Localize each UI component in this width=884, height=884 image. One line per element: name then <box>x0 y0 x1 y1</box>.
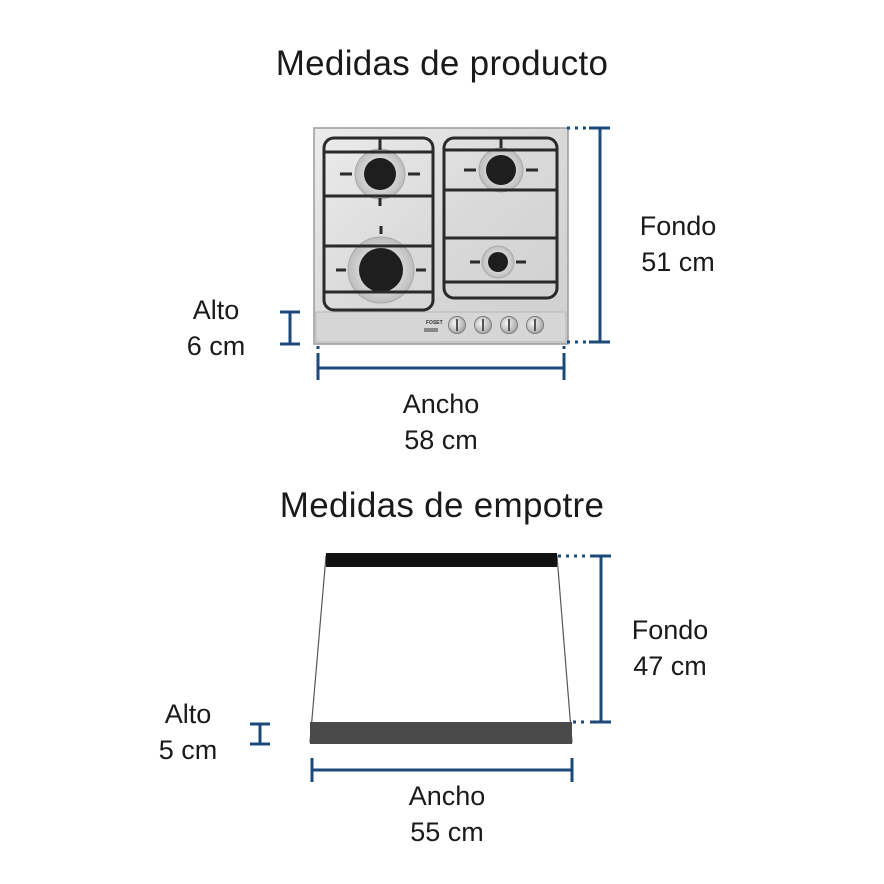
product-section-title: Medidas de producto <box>275 44 609 83</box>
cutout-height-dimension <box>250 722 270 746</box>
stovetop-image: FOSET <box>313 127 569 345</box>
cutout-width-label: Ancho 55 cm <box>397 778 497 850</box>
burner-bottom-right <box>481 245 515 279</box>
cutout-height-label: Alto 5 cm <box>140 696 236 768</box>
brand-text: FOSET <box>426 320 443 326</box>
burner-bottom-left <box>347 236 415 304</box>
product-depth-label: Fondo 51 cm <box>628 208 728 280</box>
cutout-depth-label: Fondo 47 cm <box>620 612 720 684</box>
product-depth-label-name: Fondo <box>639 211 717 241</box>
product-width-label: Ancho 58 cm <box>391 386 491 458</box>
product-width-label-value: 58 cm <box>404 425 478 455</box>
product-height-label: Alto 6 cm <box>168 292 264 364</box>
cutout-depth-dimension <box>558 554 611 724</box>
cutout-diagram <box>309 553 573 744</box>
product-width-dimension <box>316 346 566 380</box>
cutout-width-label-name: Ancho <box>408 781 486 811</box>
left-grate <box>322 136 435 312</box>
product-height-label-value: 6 cm <box>186 331 246 361</box>
right-grate <box>442 136 559 300</box>
burner-top-right <box>478 147 524 193</box>
product-depth-label-value: 51 cm <box>641 247 715 277</box>
product-height-dimension <box>280 310 300 346</box>
cutout-height-label-value: 5 cm <box>158 735 218 765</box>
cutout-height-label-name: Alto <box>164 699 212 729</box>
cutout-width-label-value: 55 cm <box>410 817 484 847</box>
knobs <box>448 316 544 334</box>
product-depth-dimension <box>567 126 610 344</box>
cutout-width-dimension <box>310 758 574 782</box>
product-height-label-name: Alto <box>192 295 240 325</box>
brand-logo <box>424 328 438 332</box>
cutout-depth-label-name: Fondo <box>631 615 709 645</box>
cutout-depth-label-value: 47 cm <box>633 651 707 681</box>
product-width-label-name: Ancho <box>402 389 480 419</box>
cutout-front-edge <box>310 722 572 744</box>
cutout-back-edge <box>326 553 557 567</box>
burner-top-left <box>354 148 406 200</box>
cutout-section-title: Medidas de empotre <box>279 486 605 525</box>
